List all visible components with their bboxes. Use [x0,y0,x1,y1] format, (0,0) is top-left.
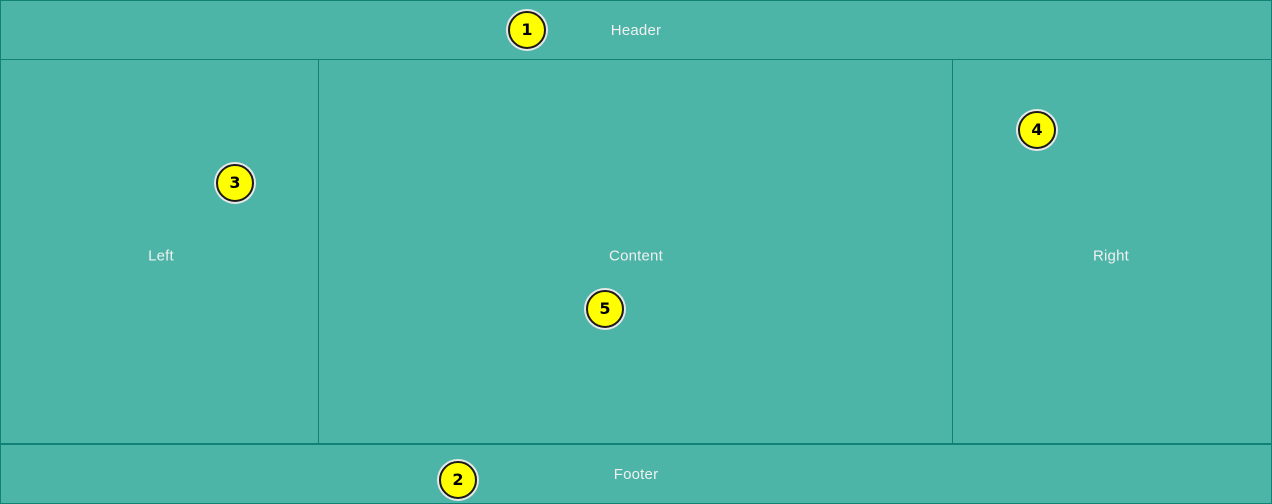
header-region[interactable]: Header [0,0,1272,60]
marker-badge-1[interactable]: 1 [508,11,546,49]
marker-badge-4[interactable]: 4 [1018,111,1056,149]
left-panel-region[interactable]: Left [0,59,319,444]
marker-badge-3[interactable]: 3 [216,164,254,202]
marker-badge-5[interactable]: 5 [586,290,624,328]
left-panel-region-label: Left [148,247,174,265]
footer-region-label: Footer [613,465,659,483]
content-region-label: Content [609,247,663,265]
right-panel-region[interactable]: Right [952,59,1272,444]
footer-region[interactable]: Footer [0,444,1272,504]
content-region[interactable]: Content [318,59,953,444]
marker-badge-2[interactable]: 2 [439,461,477,499]
header-region-label: Header [610,21,662,39]
right-panel-region-label: Right [1092,247,1130,265]
